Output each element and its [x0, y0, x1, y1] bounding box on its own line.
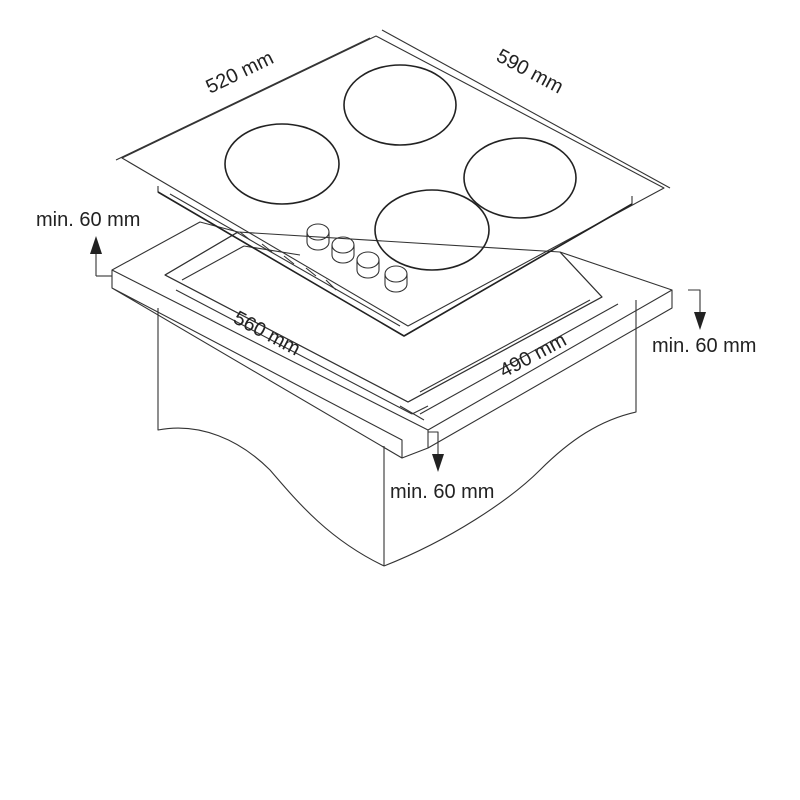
burner-front — [374, 189, 490, 271]
burner-rear — [343, 64, 457, 146]
knob-1 — [306, 223, 330, 251]
dim-line-520 — [115, 37, 371, 161]
worktop — [111, 221, 673, 459]
worktop-cutout — [164, 231, 603, 403]
arrow-side-clearance — [688, 289, 706, 330]
label-rear-clearance: min. 60 mm — [36, 209, 140, 231]
labels: 520 mm 590 mm 560 mm 490 mm min. 60 mm m… — [36, 45, 756, 503]
hob-lower-edge — [157, 191, 633, 337]
hob — [121, 35, 665, 337]
control-knobs — [306, 223, 408, 293]
label-side-clearance: min. 60 mm — [652, 335, 756, 357]
dim-line-590 — [381, 29, 671, 189]
knob-2 — [331, 236, 355, 264]
label-cutout-depth: 490 mm — [496, 329, 570, 382]
cabinet — [157, 300, 637, 567]
label-front-clearance: min. 60 mm — [390, 481, 494, 503]
label-hob-depth: 520 mm — [203, 47, 278, 98]
knob-4 — [384, 265, 408, 293]
cabinet-right-face — [383, 300, 637, 567]
worktop-front-left-thickness — [111, 270, 403, 459]
hob-underside-clips — [239, 231, 337, 291]
worktop-top-outline — [111, 221, 673, 431]
hob-top-surface — [121, 35, 665, 327]
dimension-lines — [115, 29, 671, 421]
dim-ticks — [399, 405, 429, 421]
arrow-rear-clearance — [90, 236, 112, 277]
burner-left — [224, 123, 340, 205]
cabinet-left-face — [157, 308, 385, 567]
dim-line-560 — [175, 289, 413, 415]
arrow-front-clearance — [428, 431, 444, 472]
worktop-front-right-thickness — [401, 290, 673, 459]
dim-line-490 — [419, 303, 619, 415]
burner-right — [463, 137, 577, 219]
hob-front-strip — [169, 193, 401, 327]
label-hob-width: 590 mm — [493, 45, 567, 98]
clearance-arrows — [90, 236, 706, 472]
knob-3 — [356, 251, 380, 279]
label-cutout-width: 560 mm — [230, 307, 304, 360]
